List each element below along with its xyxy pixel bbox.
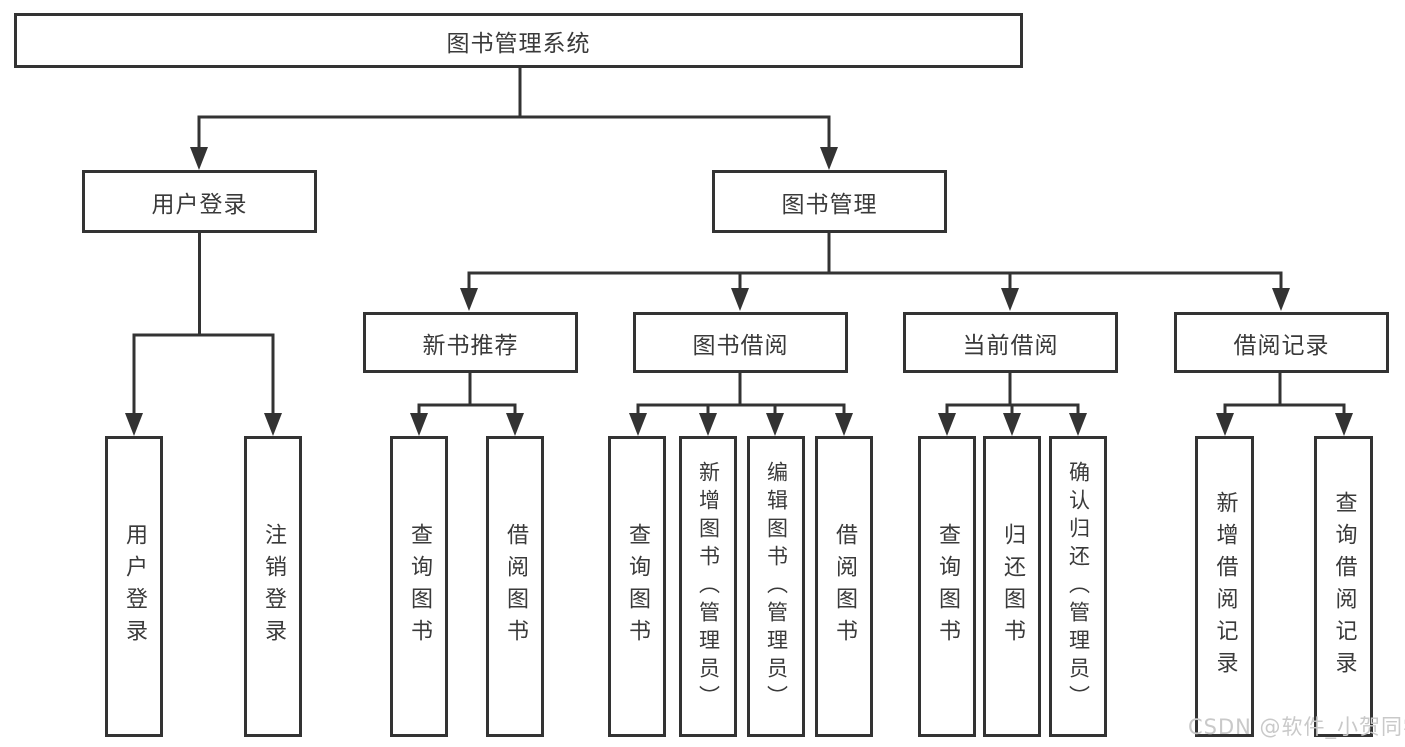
watermark: CSDN @软件_小贺同学 xyxy=(1188,715,1405,739)
leaf-borrow-query-books: 查询图书 xyxy=(608,436,666,737)
leaf-current-return-books: 归还图书 xyxy=(983,436,1041,737)
node-borrow-record: 借阅记录 xyxy=(1174,312,1389,373)
node-label: 用户登录 xyxy=(122,522,147,651)
node-new-book-recommend: 新书推荐 xyxy=(363,312,578,373)
node-library-system: 图书管理系统 xyxy=(14,13,1023,68)
node-label: 新增图书（管理员） xyxy=(696,460,721,713)
node-label: 查询图书 xyxy=(407,522,432,651)
node-user-login: 用户登录 xyxy=(82,170,317,233)
node-label: 归还图书 xyxy=(1000,522,1025,651)
node-label: 图书管理 xyxy=(781,191,878,218)
node-label: 用户登录 xyxy=(151,191,248,218)
node-label: 查询图书 xyxy=(625,522,650,651)
node-current-borrow: 当前借阅 xyxy=(903,312,1118,373)
leaf-record-query: 查询借阅记录 xyxy=(1314,436,1373,737)
leaf-current-confirm-return-admin: 确认归还（管理员） xyxy=(1049,436,1107,737)
node-label: 查询图书 xyxy=(935,522,960,651)
node-label: 编辑图书（管理员） xyxy=(764,460,789,713)
node-label: 图书借阅 xyxy=(692,332,789,359)
leaf-record-add: 新增借阅记录 xyxy=(1195,436,1254,737)
node-label: 新书推荐 xyxy=(422,332,519,359)
tree-edges xyxy=(132,68,1346,428)
node-label: 图书管理系统 xyxy=(446,30,591,57)
node-label: 注销登录 xyxy=(261,522,286,651)
leaf-logout: 注销登录 xyxy=(244,436,302,737)
node-label: 当前借阅 xyxy=(962,332,1059,359)
node-book-borrow: 图书借阅 xyxy=(633,312,848,373)
leaf-newbook-query-books: 查询图书 xyxy=(390,436,448,737)
node-book-management: 图书管理 xyxy=(712,170,947,233)
node-label: 确认归还（管理员） xyxy=(1066,460,1091,713)
leaf-user-login: 用户登录 xyxy=(105,436,163,737)
node-label: 借阅图书 xyxy=(503,522,528,651)
arrowheads xyxy=(125,147,1353,436)
node-label: 查询借阅记录 xyxy=(1331,490,1357,683)
node-label: 借阅图书 xyxy=(832,522,857,651)
node-label: 借阅记录 xyxy=(1233,332,1330,359)
leaf-borrow-edit-books-admin: 编辑图书（管理员） xyxy=(747,436,805,737)
leaf-current-query-books: 查询图书 xyxy=(918,436,976,737)
leaf-borrow-borrow-books: 借阅图书 xyxy=(815,436,873,737)
leaf-borrow-add-books-admin: 新增图书（管理员） xyxy=(679,436,737,737)
leaf-newbook-borrow-books: 借阅图书 xyxy=(486,436,544,737)
node-label: 新增借阅记录 xyxy=(1212,490,1238,683)
